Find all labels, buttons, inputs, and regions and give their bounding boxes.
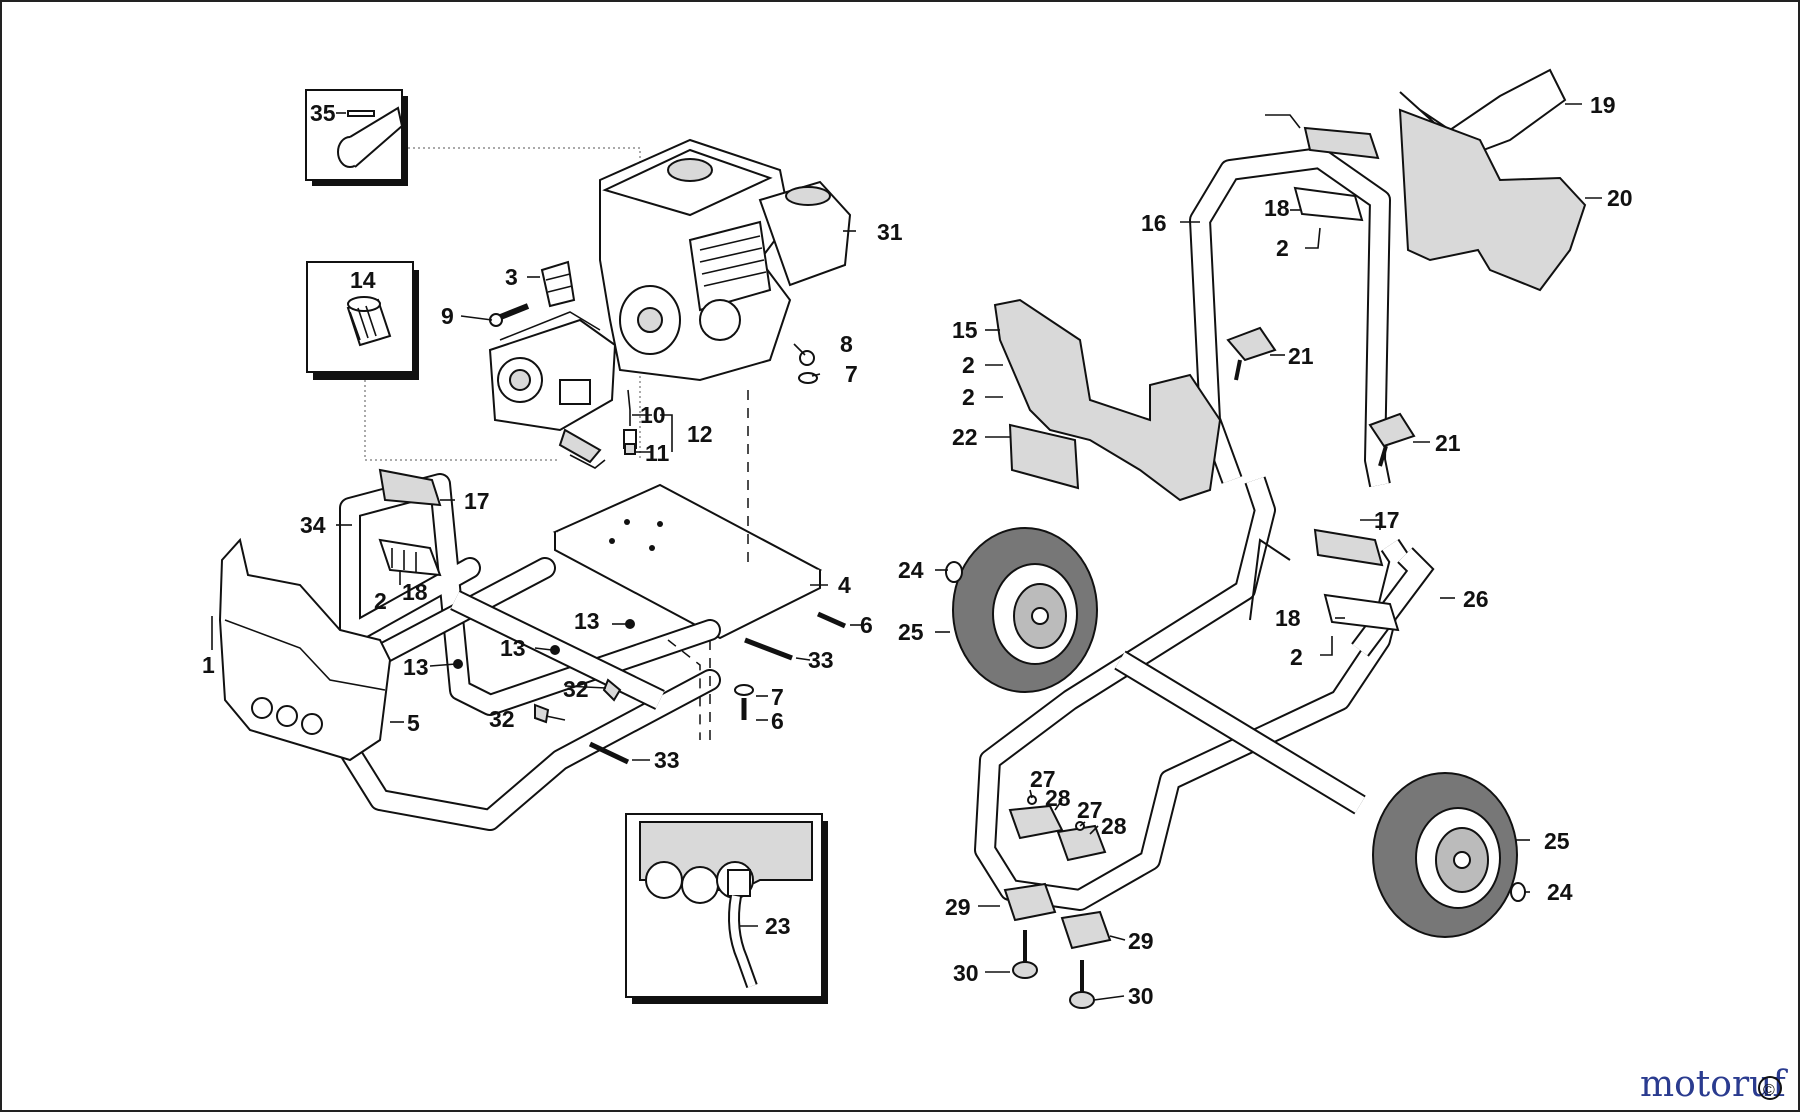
- bolts-33-13-6: [453, 611, 847, 765]
- callout-32-b: 32: [489, 706, 515, 732]
- callout-8: 8: [840, 331, 853, 357]
- callout-24-top: 24: [898, 557, 924, 583]
- inset-bushing: [306, 261, 419, 380]
- callout-28-a: 28: [1045, 785, 1071, 811]
- callout-29-a: 29: [945, 894, 971, 920]
- callout-numbers: 35 14 3 9 31 8 7 10 11 12 17 34 2 18 4 6…: [202, 92, 1633, 1009]
- bolt-9: [489, 303, 530, 327]
- callout-20: 20: [1607, 185, 1633, 211]
- callout-13-a: 13: [403, 654, 429, 680]
- callout-21-low: 21: [1435, 430, 1461, 456]
- callout-17-right: 17: [1374, 507, 1400, 533]
- callout-25-top: 25: [898, 619, 924, 645]
- nut-washer-8-7: [798, 350, 818, 384]
- callout-7: 7: [845, 361, 858, 387]
- label-22: [1008, 423, 1080, 490]
- shroud-5: [218, 537, 392, 762]
- callout-3: 3: [505, 264, 518, 290]
- callout-13-c: 13: [574, 608, 600, 634]
- handle-16: [1189, 147, 1391, 488]
- handle-grip-17-left: [378, 468, 442, 507]
- callout-6-top: 6: [860, 612, 873, 638]
- callout-24-low: 24: [1547, 879, 1573, 905]
- callout-25-low: 25: [1544, 828, 1570, 854]
- panel-15: [993, 298, 1222, 502]
- engine-31: [599, 138, 852, 382]
- callout-30-b: 30: [1128, 983, 1154, 1009]
- clip-18-right: [1323, 593, 1400, 632]
- callout-5: 5: [407, 710, 420, 736]
- callout-13-b: 13: [500, 635, 526, 661]
- callout-28-b: 28: [1101, 813, 1127, 839]
- callout-7-low: 7: [771, 684, 784, 710]
- callout-18-left: 18: [402, 579, 428, 605]
- callout-9: 9: [441, 303, 454, 329]
- knob-21: [1226, 326, 1416, 467]
- inset-hose: [625, 813, 828, 1004]
- wheel-25-bottom: [1372, 772, 1526, 938]
- callout-31: 31: [877, 219, 903, 245]
- callout-14: 14: [350, 267, 376, 293]
- leader-lines: [211, 103, 1602, 1001]
- clip-18-top: [1293, 186, 1364, 222]
- callout-2-panel-a: 2: [962, 352, 975, 378]
- callout-27-b: 27: [1077, 797, 1103, 823]
- callout-35: 35: [310, 100, 336, 126]
- callout-2-left: 2: [374, 588, 387, 614]
- callout-33-a: 33: [808, 647, 834, 673]
- callout-23: 23: [765, 913, 791, 939]
- callout-11: 11: [645, 440, 670, 466]
- callout-2-right: 2: [1290, 644, 1303, 670]
- grip-17-top: [1303, 126, 1380, 160]
- callout-12: 12: [687, 421, 713, 447]
- filter-3: [540, 260, 576, 308]
- watermark-brand: motoruf: [1640, 1064, 1788, 1105]
- callout-19: 19: [1590, 92, 1616, 118]
- watermark: motoruf ©: [1640, 1064, 1788, 1105]
- fitting-10-11: [623, 389, 637, 455]
- callout-21-top: 21: [1288, 343, 1314, 369]
- base-plate-4: [552, 483, 823, 640]
- wheel-25-top: [945, 527, 1098, 693]
- callout-30-a: 30: [953, 960, 979, 986]
- callout-33-b: 33: [654, 747, 680, 773]
- callout-22: 22: [952, 424, 978, 450]
- callout-10: 10: [640, 402, 666, 428]
- grip-17-right: [1313, 528, 1384, 567]
- callout-27-a: 27: [1030, 766, 1056, 792]
- callout-16: 16: [1141, 210, 1167, 236]
- callout-2-top: 2: [1276, 235, 1289, 261]
- callout-32-a: 32: [563, 676, 589, 702]
- pump-assembly: [488, 311, 617, 469]
- callout-1: 1: [202, 652, 215, 678]
- callout-18-top: 18: [1264, 195, 1290, 221]
- callout-15: 15: [952, 317, 978, 343]
- callout-2-panel-b: 2: [962, 384, 975, 410]
- callout-26: 26: [1463, 586, 1489, 612]
- callout-29-b: 29: [1128, 928, 1154, 954]
- holder-19-20: [1398, 68, 1587, 292]
- callout-6-low: 6: [771, 708, 784, 734]
- callout-18-right: 18: [1275, 605, 1301, 631]
- inset-key: [305, 89, 408, 186]
- callout-4: 4: [838, 572, 851, 598]
- callout-17-left: 17: [464, 488, 490, 514]
- clip-18-left: [378, 538, 442, 577]
- callout-34: 34: [300, 512, 326, 538]
- watermark-copyright: ©: [1763, 1082, 1775, 1099]
